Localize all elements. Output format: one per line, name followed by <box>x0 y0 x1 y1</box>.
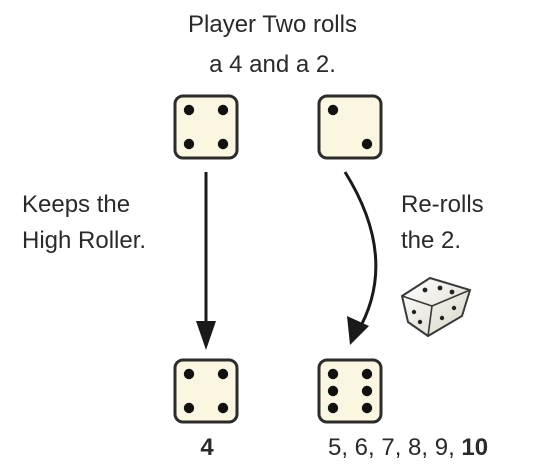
keep-label-line-1: Keeps the <box>22 191 131 218</box>
die-pip <box>183 138 195 150</box>
die-four-kept <box>173 358 239 424</box>
keep-arrow <box>196 172 216 350</box>
title-line-1: Player Two rolls <box>188 11 357 38</box>
die-pip <box>327 402 339 414</box>
die-pip <box>361 385 373 397</box>
die-pip <box>361 368 373 380</box>
keep-label-line-2: High Roller. <box>22 227 147 254</box>
die-pip <box>217 138 229 150</box>
die-pip <box>327 385 339 397</box>
tumbling-die <box>400 276 472 338</box>
die-pip <box>217 104 229 116</box>
die-pip <box>183 104 195 116</box>
die-pip <box>327 104 339 116</box>
die-pip <box>183 368 195 380</box>
die-pip <box>217 402 229 414</box>
die-pip <box>183 402 195 414</box>
die-six-rerolled <box>317 358 383 424</box>
title-line-2: a 4 and a 2. <box>209 51 336 78</box>
die-pip <box>217 368 229 380</box>
keep-result: 4 <box>200 434 214 461</box>
reroll-label-line-2: the 2. <box>401 227 462 254</box>
die-pip <box>327 368 339 380</box>
die-two-start <box>317 94 383 160</box>
reroll-result: 5, 6, 7, 8, 9, 10 <box>328 431 488 465</box>
reroll-result-max: 10 <box>461 434 489 461</box>
reroll-result-values: 5, 6, 7, 8, 9, <box>328 434 462 461</box>
die-pip <box>361 402 373 414</box>
reroll-arrow <box>343 171 378 345</box>
die-four-start <box>173 94 239 160</box>
die-pip <box>361 138 373 150</box>
reroll-label-line-1: Re-rolls <box>401 191 484 218</box>
